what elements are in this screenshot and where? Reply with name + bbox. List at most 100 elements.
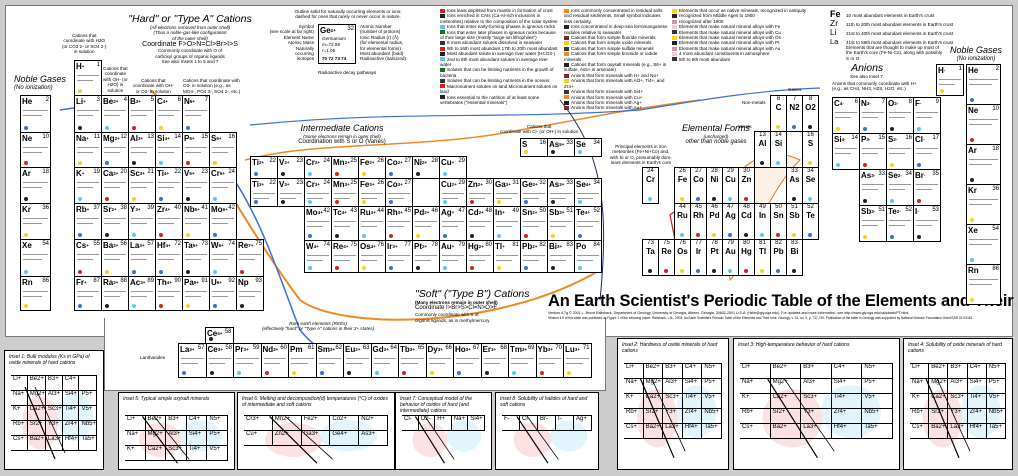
property-marker-icon [524, 234, 528, 238]
atomic-number: 75 [663, 240, 670, 246]
element-symbol: Os4+ [360, 242, 376, 251]
cell-detail-line [212, 147, 234, 148]
inset-ion-label: Al3+ [801, 379, 832, 394]
legend-text: Anions that form minerals with Ag+ [571, 99, 642, 105]
symbol-text: Mo [211, 205, 223, 214]
legend-item: Cations that form simple sulfide mineral… [564, 46, 668, 51]
element-symbol: Li+ [76, 97, 86, 106]
charge-text: 3- [866, 101, 871, 106]
property-marker-icon [524, 200, 528, 204]
element-cell-y: Y3+39 [128, 203, 156, 240]
cell-detail-line [104, 218, 126, 219]
legend-item: Most abundant solute in average river wa… [440, 51, 560, 56]
atomic-number: 34 [593, 180, 600, 186]
cell-detail-line [496, 193, 518, 194]
property-marker-icon [524, 266, 528, 270]
property-marker-icon [132, 270, 136, 274]
inset-ion-label: C4+ [62, 376, 80, 391]
property-marker-icon [863, 163, 867, 167]
element-cell-v: V2+23 [277, 156, 305, 179]
legend-text: Ions concentrated in deep-sea ferromanga… [564, 24, 668, 35]
property-marker-icon [970, 178, 974, 182]
inset-ion-label: La3+ [801, 424, 832, 439]
symbol-text: Al [130, 134, 138, 143]
symbol-text: Se [576, 180, 586, 189]
symbol-text: Re [333, 242, 344, 251]
legend-item: 9th to 16th most abundant 17th to 20th m… [440, 46, 560, 51]
property-marker-icon [863, 235, 867, 239]
element-cell-pd: Pd2+46 [412, 206, 440, 241]
atomic-number: 81 [759, 240, 766, 246]
symbol-text: Pd [414, 208, 425, 217]
element-symbol: In+ [495, 208, 505, 217]
property-marker-icon [213, 270, 217, 274]
element-symbol: Ti3+ [252, 180, 264, 189]
element-cell-w: W6+74 [209, 239, 237, 277]
heading-text: Intermediate Cations [300, 123, 384, 133]
legend-item: Elements that make natural mineral alloy… [672, 30, 826, 35]
symbol-text: Tl [758, 247, 767, 256]
element-symbol: Se4+ [576, 180, 591, 189]
property-marker-icon [443, 172, 447, 176]
element-symbol: Fe2+ [360, 158, 374, 167]
cell-detail-line [496, 260, 512, 261]
inset-ion-label: Sc3+ [166, 446, 187, 461]
legend-symbol-icon [564, 62, 569, 67]
cell-detail-line [185, 187, 201, 188]
symbol-text: Rn [22, 278, 33, 287]
charge-text: 3+ [344, 182, 350, 187]
cell-detail-line [373, 363, 390, 364]
charge-text: 2+ [451, 182, 457, 187]
atomic-number: 78 [431, 242, 438, 248]
cell-detail-line [511, 363, 528, 364]
inset-ion-label: Ta5+ [79, 436, 97, 451]
cell-detail-line [889, 189, 905, 190]
atomic-number: 89 [147, 278, 154, 284]
charge-text: 4+ [584, 210, 590, 215]
element-symbol: Kr [22, 205, 31, 214]
subtitle: Version 4.7g © 2001 L. Bruce Railsback, … [548, 311, 910, 315]
legend-text: Anions that form minerals with Au+ [571, 105, 642, 111]
note-line: O2- in solution (e.g., as [183, 83, 231, 89]
charge-text: 2+ [113, 243, 119, 248]
element-symbol: Mo6+ [211, 205, 228, 214]
symbol-text: Tb [400, 345, 410, 354]
element-cell-hf: Hf4+72 [155, 239, 183, 277]
atomic-number: 82 [539, 242, 546, 248]
atomic-number: 51 [878, 207, 885, 213]
atomic-number: 44 [679, 204, 686, 210]
legend-text: 5th to 9th most abundant [679, 56, 730, 62]
symbol-text: Ti [252, 180, 259, 189]
property-marker-icon [497, 234, 501, 238]
property-marker-icon [551, 200, 555, 204]
atomic-number: 74 [228, 241, 235, 247]
note-line: H2O) in [107, 82, 124, 88]
property-marker-icon [664, 269, 668, 273]
inset-grid: Li+Be2+B3+C4+N5+Na+Mg2+Al3+Si4+P5+K+Ca2+… [624, 363, 722, 439]
key-label: isotopes [296, 56, 314, 62]
symbol-text: Bi [549, 242, 557, 251]
legend-item: Anions that form minerals with Al3+, Ti4… [564, 78, 668, 89]
symbol-text: Sm [317, 345, 330, 354]
legend-item: Ions that enter later phases in igneous … [440, 30, 560, 41]
legend-symbol-icon [564, 41, 569, 46]
atomic-number: 66 [445, 345, 452, 351]
charge-text: 4+ [341, 210, 347, 215]
element-cell-tl: Tl+81 [493, 240, 521, 273]
symbol-text: S [522, 140, 528, 149]
note-line: inant elements in Earth's core [610, 160, 672, 166]
cell-detail-line [577, 198, 593, 199]
charge-text: 4+ [164, 136, 170, 141]
property-marker-icon [497, 266, 501, 270]
atomic-number: 48 [485, 208, 492, 214]
metals-label: Metals [738, 124, 752, 129]
element-cell-n: N5+7 [182, 95, 210, 133]
nonmetals-label: Non-metals [742, 100, 766, 105]
abundance-text: 41st to 59th most abundant elements in E… [846, 40, 954, 45]
inset-ion-label: Mg2+ [27, 391, 46, 406]
cell-detail-line [415, 226, 431, 227]
atomic-number: 36 [992, 186, 999, 192]
